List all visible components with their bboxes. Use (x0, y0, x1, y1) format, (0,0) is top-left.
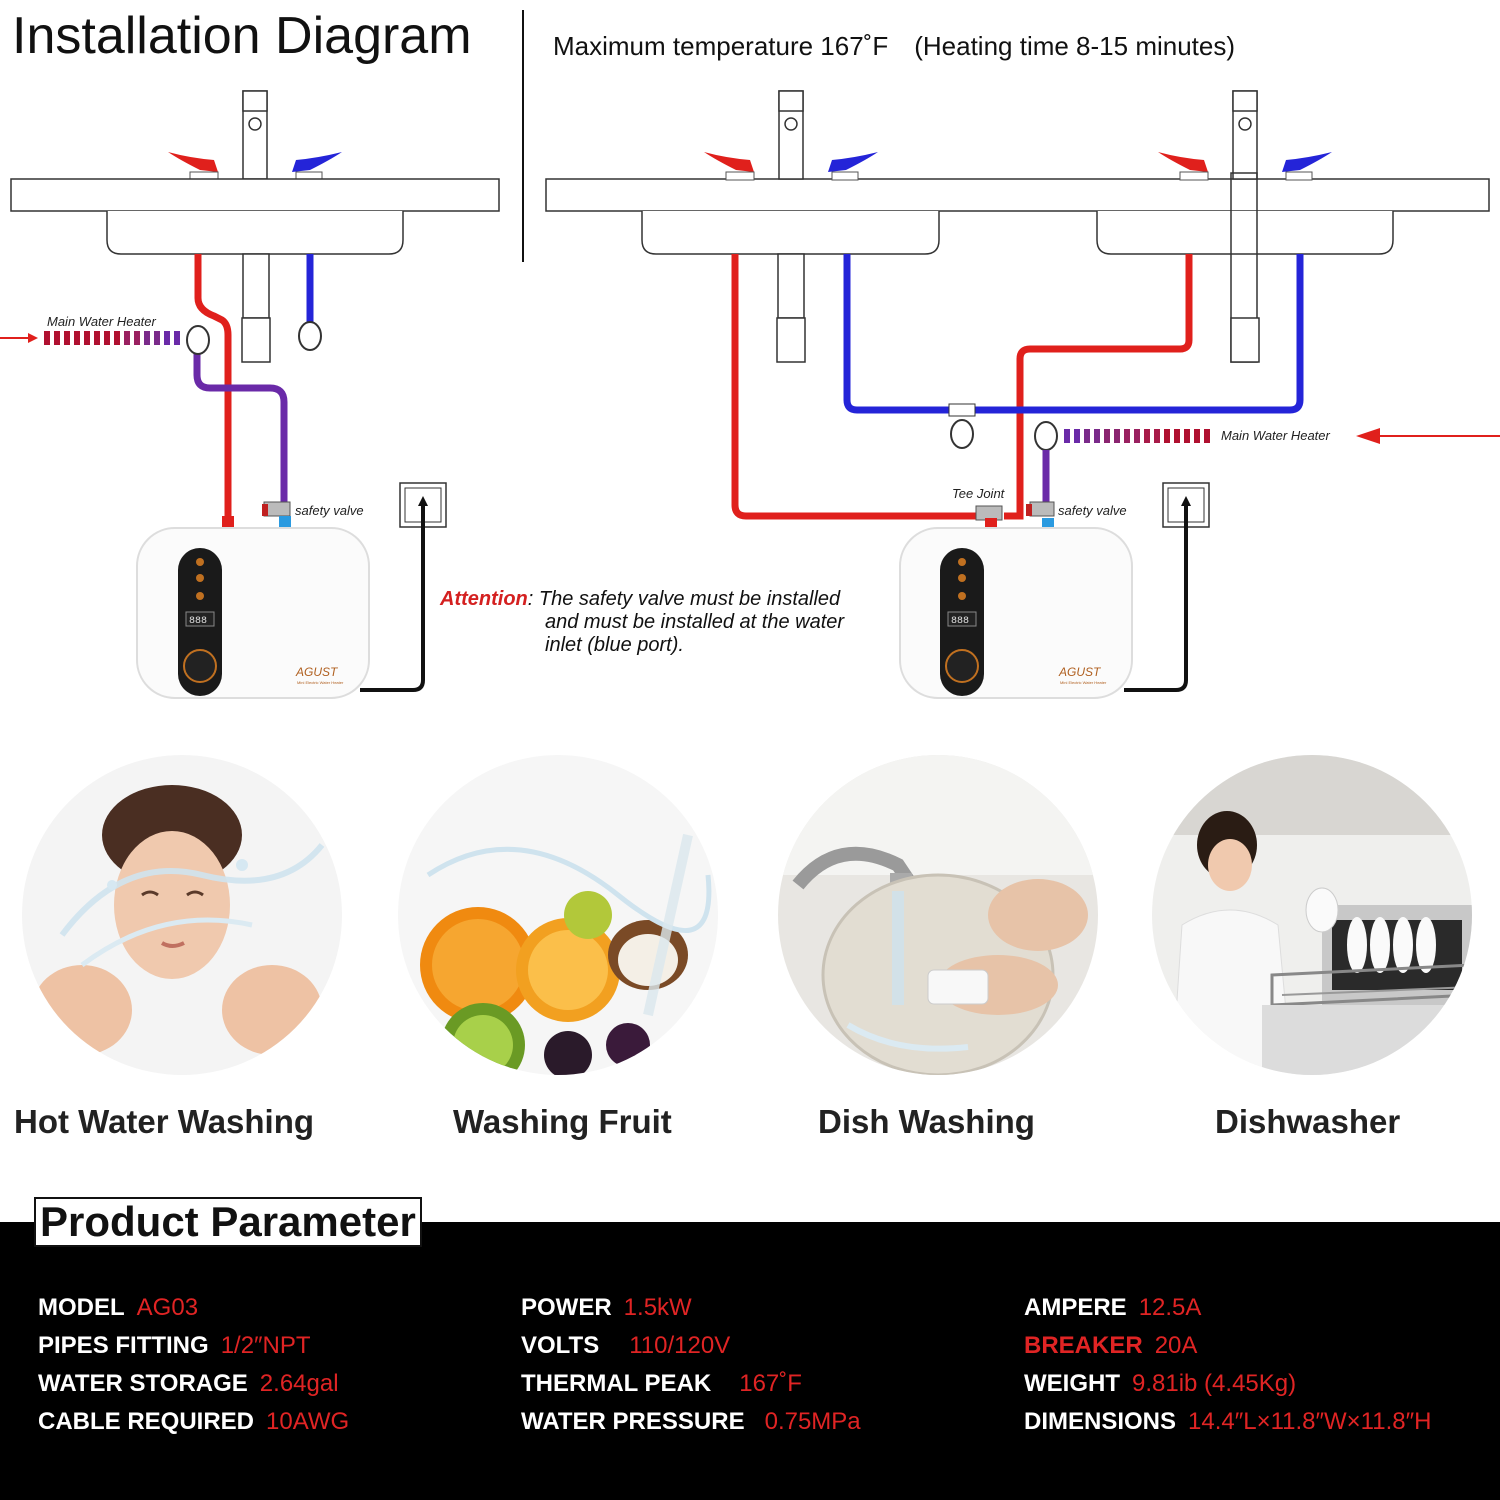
param-row: WATER PRESSURE 0.75MPa (521, 1403, 861, 1441)
param-row: VOLTS 110/120V (521, 1327, 861, 1365)
param-row: WEIGHT 9.81ib (4.45Kg) (1024, 1365, 1431, 1403)
main-water-heater-label: Main Water Heater (47, 314, 157, 329)
double-sink-setup (545, 90, 1500, 699)
max-temperature-note: Maximum temperature 167˚F (Heating time … (553, 31, 1236, 61)
hot-handle-icon (168, 152, 218, 172)
single-sink-setup (0, 90, 500, 699)
cold-handle-icon (292, 152, 342, 172)
param-label: POWER (521, 1294, 612, 1321)
param-label: DIMENSIONS (1024, 1408, 1177, 1435)
param-value: 1/2″NPT (220, 1332, 311, 1359)
parameter-title: Product Parameter (34, 1197, 422, 1247)
param-label: THERMAL PEAK (521, 1370, 712, 1397)
fruit-splash-photo (398, 755, 718, 1075)
caption-hot-water-washing: Hot Water Washing (14, 1103, 315, 1140)
dishwasher-loading-photo (1152, 755, 1472, 1075)
param-row: CABLE REQUIRED 10AWG (38, 1403, 349, 1441)
param-label: BREAKER (1024, 1332, 1143, 1359)
parameter-column-2: POWER 1.5kW VOLTS 110/120V THERMAL PEAK 167… (521, 1289, 861, 1441)
tee-joint-icon (975, 505, 1003, 521)
attention-line-2: and must be installed at the water (545, 611, 845, 633)
brand-logo: AGUST (295, 665, 339, 679)
brand-subtitle: Mini Electric Water Heater (297, 680, 344, 685)
param-value: 110/120V (629, 1332, 731, 1359)
param-value: 20A (1154, 1332, 1198, 1359)
face-washing-photo (22, 755, 342, 1075)
param-label: MODEL (38, 1294, 125, 1321)
page-title: Installation Diagram (12, 7, 472, 65)
param-value: AG03 (136, 1294, 199, 1321)
header-divider (522, 10, 524, 262)
param-value: 9.81ib (4.45Kg) (1132, 1370, 1297, 1397)
brand-logo: AGUST (1058, 665, 1102, 679)
param-label: WEIGHT (1024, 1370, 1120, 1397)
parameter-column-1: MODEL AG03 PIPES FITTING 1/2″NPT WATER STO… (38, 1289, 349, 1441)
param-row: PIPES FITTING 1/2″NPT (38, 1327, 349, 1365)
brand-subtitle: Mini Electric Water Heater (1060, 680, 1107, 685)
attention-note: Attention: The safety valve must be inst… (440, 588, 900, 657)
parameter-band (0, 1222, 1500, 1500)
caption-dish-washing: Dish Washing (818, 1103, 1035, 1140)
tee-joint-label: Tee Joint (952, 486, 1006, 501)
param-label: VOLTS (521, 1332, 600, 1359)
inlet-valve-icon (186, 325, 210, 355)
param-value: 12.5A (1138, 1294, 1202, 1321)
flow-arrow-icon (1356, 428, 1380, 444)
plate-rinsing-photo (778, 755, 1098, 1075)
safety-valve-label: safety valve (1058, 503, 1127, 518)
param-row: AMPERE 12.5A (1024, 1289, 1431, 1327)
param-label: PIPES FITTING (38, 1332, 209, 1359)
attention-line-3: inlet (blue port). (545, 634, 684, 656)
param-row: POWER 1.5kW (521, 1289, 861, 1327)
param-value: 10AWG (266, 1408, 350, 1435)
param-value: 1.5kW (623, 1294, 692, 1321)
param-label: WATER PRESSURE (521, 1408, 745, 1435)
param-row: WATER STORAGE 2.64gal (38, 1365, 349, 1403)
param-value: 167˚F (739, 1370, 802, 1397)
param-label: WATER STORAGE (38, 1370, 248, 1397)
caption-dishwasher: Dishwasher (1215, 1103, 1401, 1140)
parameter-column-3: AMPERE 12.5A BREAKER 20A WEIGHT 9.81ib (4.4… (1024, 1289, 1431, 1441)
param-row: THERMAL PEAK 167˚F (521, 1365, 861, 1403)
param-row: BREAKER 20A (1024, 1327, 1431, 1365)
display-readout: 888 (189, 616, 207, 627)
attention-word: Attention (440, 588, 528, 610)
param-label: CABLE REQUIRED (38, 1408, 255, 1435)
attention-line-1: : The safety valve must be installed (527, 588, 841, 610)
param-label: AMPERE (1024, 1294, 1127, 1321)
param-value: 0.75MPa (764, 1408, 861, 1435)
installation-diagram: Main Water Heater Main Water Heater safe… (0, 90, 1500, 699)
safety-valve-label: safety valve (295, 503, 364, 518)
caption-washing-fruit: Washing Fruit (453, 1103, 672, 1140)
param-row: MODEL AG03 (38, 1289, 349, 1327)
main-water-heater-label: Main Water Heater (1221, 428, 1331, 443)
param-value: 14.4″L×11.8″W×11.8″H (1188, 1408, 1432, 1435)
display-readout: 888 (951, 616, 969, 627)
param-row: DIMENSIONS 14.4″L×11.8″W×11.8″H (1024, 1403, 1431, 1441)
flow-arrow-icon (28, 333, 38, 343)
param-value: 2.64gal (259, 1370, 339, 1397)
